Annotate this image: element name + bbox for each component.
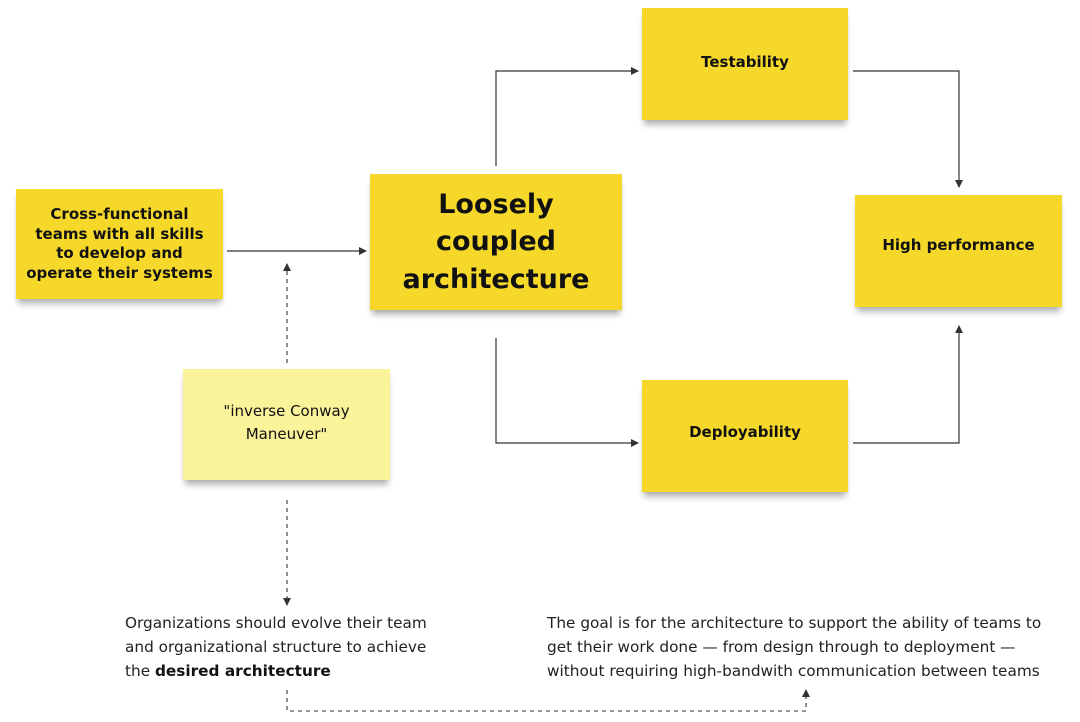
sticky-testability: Testability (642, 8, 848, 120)
arrow-testability-to-high-performance (853, 70, 963, 188)
sticky-cross-functional-teams: Cross-functional teams with all skills t… (16, 189, 223, 299)
sticky-loosely-coupled-architecture: Loosely coupled architecture (370, 174, 622, 310)
sticky-text: Deployability (689, 423, 801, 442)
arrow-deployability-to-high-performance (853, 325, 963, 444)
caption-line: and organizational structure to achieve (125, 638, 427, 656)
caption-goal: The goal is for the architecture to supp… (547, 611, 1041, 683)
sticky-inverse-conway-maneuver: "inverse Conway Maneuver" (183, 369, 390, 480)
sticky-deployability: Deployability (642, 380, 848, 492)
caption-line: without requiring high-bandwith communic… (547, 662, 1040, 680)
caption-line: The goal is for the architecture to supp… (547, 614, 1042, 632)
sticky-high-performance: High performance (855, 195, 1062, 307)
sticky-text: High performance (882, 236, 1035, 255)
sticky-text: Loosely coupled architecture (402, 189, 590, 295)
caption-text: the (125, 662, 155, 680)
sticky-text: "inverse Conway Maneuver" (223, 402, 350, 443)
sticky-text: Testability (701, 53, 789, 71)
dashed-arrow-bottom-to-right-caption (286, 689, 810, 712)
caption-line: the desired architecture (125, 659, 427, 683)
caption-line: get their work done — from design throug… (547, 638, 1016, 656)
sticky-text: Cross-functional teams with all skills t… (26, 205, 213, 282)
caption-organizations: Organizations should evolve their team a… (125, 611, 427, 683)
arrow-loose-to-testability (495, 67, 639, 166)
arrow-loose-to-deployability (495, 338, 639, 447)
caption-line: Organizations should evolve their team (125, 614, 427, 632)
caption-emphasis: desired architecture (154, 662, 331, 680)
